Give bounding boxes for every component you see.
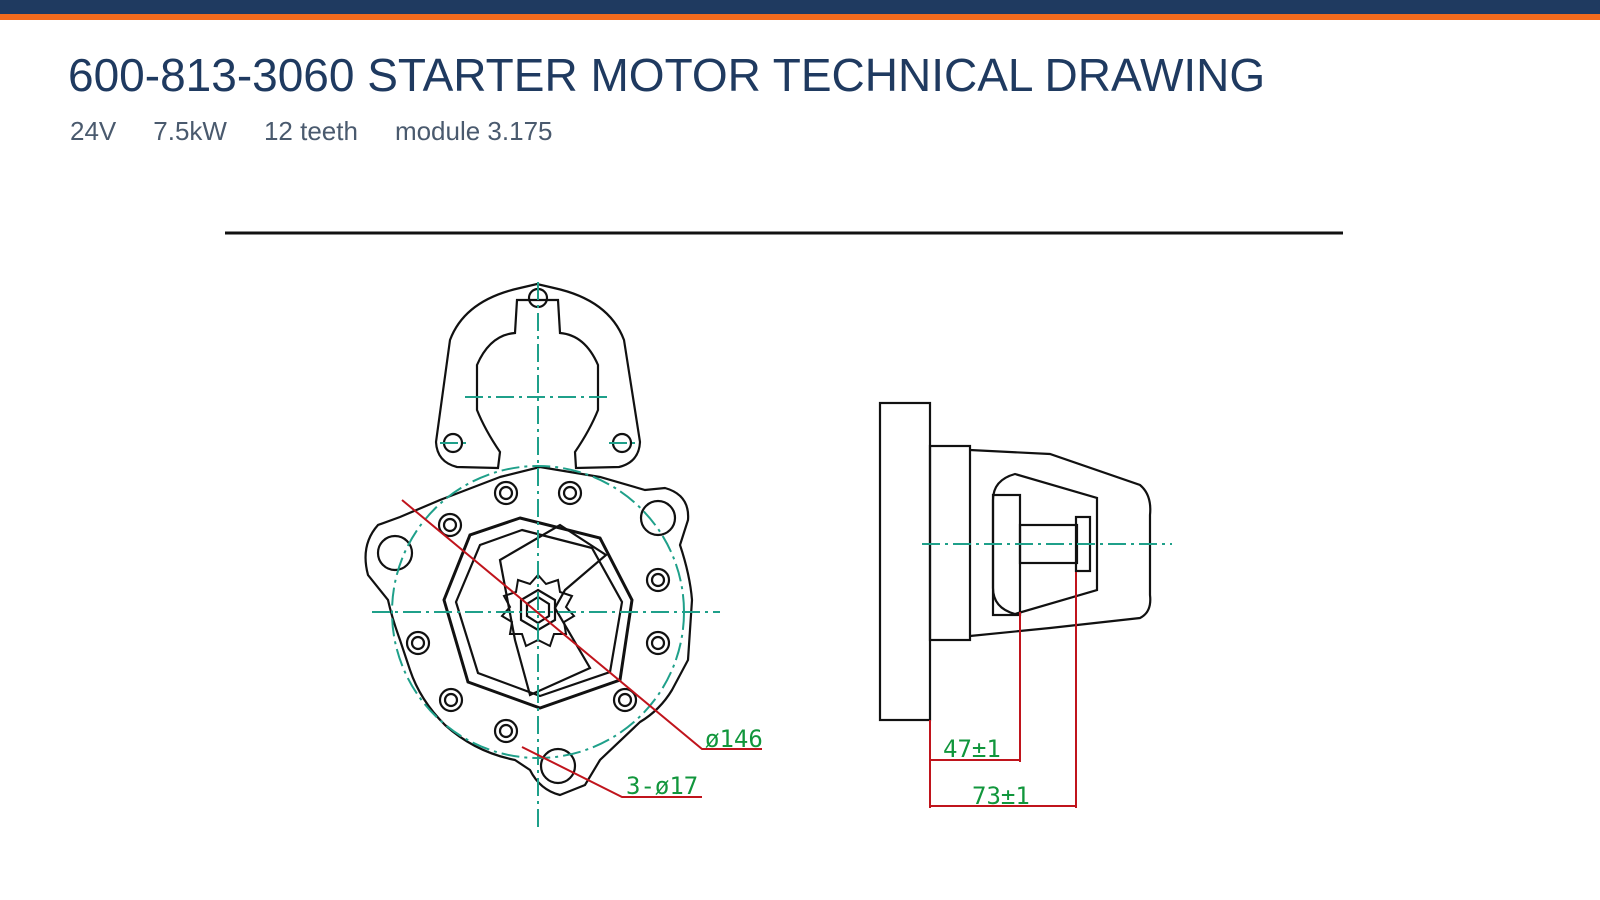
bolt-holes xyxy=(405,480,671,744)
header-orange-bar xyxy=(0,14,1600,20)
spec-power: 7.5kW xyxy=(153,116,227,146)
housing-hex-inner xyxy=(454,528,624,698)
page-title: 600-813-3060 STARTER MOTOR TECHNICAL DRA… xyxy=(68,49,1266,101)
side-view xyxy=(878,401,1152,722)
mount-hole-2 xyxy=(376,534,414,572)
dim-47: 47±1 xyxy=(943,735,1001,763)
front-view xyxy=(364,282,694,797)
holes-label: 3-ø17 xyxy=(626,772,698,800)
side-nose-housing xyxy=(969,448,1152,638)
solenoid-bracket xyxy=(434,282,642,470)
side-flange xyxy=(878,401,932,722)
dim-73: 73±1 xyxy=(972,782,1030,810)
housing-hex-outer xyxy=(442,516,634,710)
spec-list: 24V 7.5kW 12 teeth module 3.175 xyxy=(70,116,553,147)
diameter-label: ø146 xyxy=(705,725,763,753)
side-dimensions xyxy=(929,572,1077,808)
front-centerlines xyxy=(372,282,720,832)
front-dimensions xyxy=(401,499,762,798)
mount-hole-1 xyxy=(639,499,677,537)
spec-module: module 3.175 xyxy=(394,116,553,146)
spec-voltage: 24V xyxy=(70,116,117,146)
flange-outline xyxy=(364,465,694,797)
spec-teeth: 12 teeth xyxy=(263,116,358,146)
header-navy-bar xyxy=(0,0,1600,14)
side-pinion xyxy=(991,493,1022,617)
yoke-shape xyxy=(498,523,608,697)
mount-hole-3 xyxy=(539,747,577,785)
